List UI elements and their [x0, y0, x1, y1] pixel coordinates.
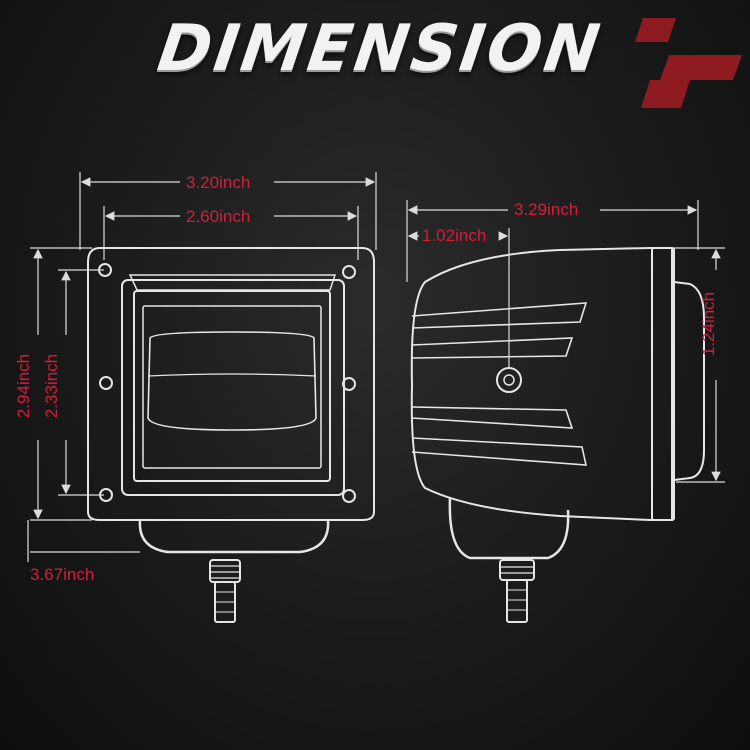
- heatsink-fin-1: [411, 302, 588, 329]
- dim-front-total-height: 3.67inch: [30, 565, 95, 584]
- side-housing-outline: [410, 247, 673, 521]
- brand-logo-icon: [635, 18, 742, 108]
- front-connector-nut: [209, 559, 241, 583]
- dim-side-bracket-offset: 1.02inch: [422, 226, 487, 245]
- side-lens-protrusion: [673, 281, 705, 481]
- heatsink-fin-4: [411, 437, 588, 466]
- dim-front-lens-width: 2.60inch: [186, 207, 251, 226]
- mount-hole-mid-right: [342, 377, 356, 391]
- front-base: [138, 519, 330, 554]
- front-housing-outline: [87, 247, 375, 521]
- heatsink-fin-3: [411, 406, 574, 429]
- dim-front-height: 2.94inch: [14, 353, 34, 419]
- dimension-lines: [27, 172, 725, 562]
- side-connector-nut: [499, 559, 535, 581]
- dim-side-lens-protrusion: 1.24inch: [699, 291, 719, 357]
- front-view-drawing: [87, 247, 375, 623]
- mount-hole-top-right: [342, 265, 356, 279]
- dim-side-depth: 3.29inch: [514, 200, 579, 219]
- front-inner-frame: [121, 279, 345, 496]
- mount-hole-bottom-right: [342, 489, 356, 503]
- front-lens-face: [147, 331, 317, 431]
- side-front-bezel: [651, 247, 675, 521]
- side-view-drawing: [410, 247, 705, 623]
- side-connector-bolt: [506, 579, 528, 623]
- dim-front-overall-width: 3.20inch: [186, 173, 251, 192]
- heatsink-fin-2: [411, 337, 574, 359]
- front-lens-window: [133, 290, 331, 482]
- side-base: [448, 497, 570, 560]
- side-mount-bolt: [496, 367, 522, 393]
- mount-hole-mid-left: [99, 376, 113, 390]
- dim-front-lens-height: 2.33inch: [42, 353, 62, 419]
